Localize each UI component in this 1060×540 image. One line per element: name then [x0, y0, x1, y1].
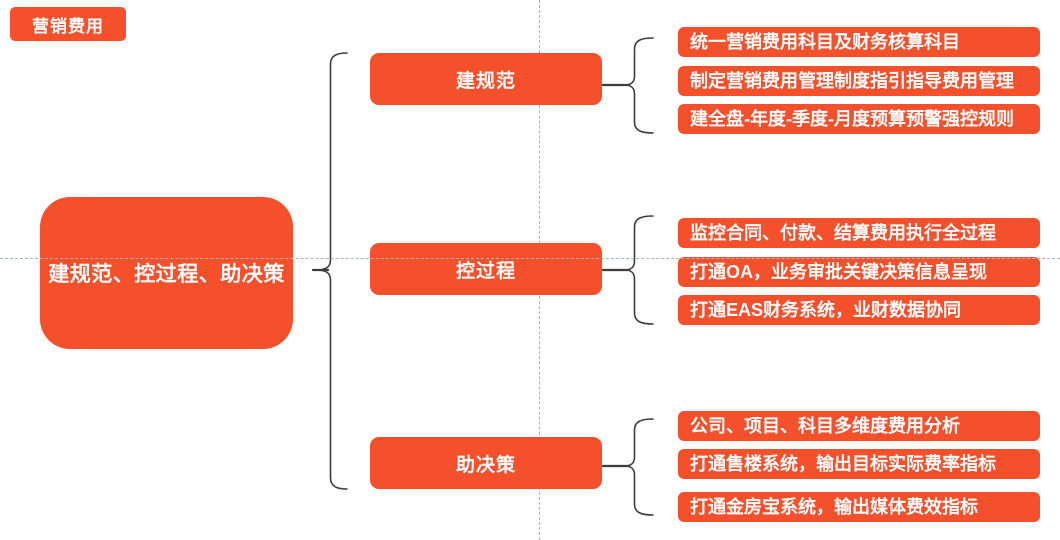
root-brace	[318, 52, 348, 490]
branch3-brace	[626, 418, 654, 516]
leaf-item[interactable]: 监控合同、付款、结算费用执行全过程	[678, 218, 1040, 248]
leaf-item[interactable]: 打通OA，业务审批关键决策信息呈现	[678, 257, 1040, 287]
leaf-item[interactable]: 制定营销费用管理制度指引指导费用管理	[678, 66, 1040, 96]
leaf-item[interactable]: 打通EAS财务系统，业财数据协同	[678, 295, 1040, 325]
leaf-item[interactable]: 打通售楼系统，输出目标实际费率指标	[678, 449, 1040, 479]
branch-node-control-process[interactable]: 控过程	[370, 243, 602, 295]
branch-node-support-decisions[interactable]: 助决策	[370, 437, 602, 489]
leaf-item[interactable]: 统一营销费用科目及财务核算科目	[678, 27, 1040, 57]
branch1-brace	[626, 37, 654, 134]
title-badge[interactable]: 营销费用	[10, 7, 126, 41]
leaf-item[interactable]: 建全盘-年度-季度-月度预算预警强控规则	[678, 104, 1040, 134]
leaf-item[interactable]: 打通金房宝系统，输出媒体费效指标	[678, 492, 1040, 522]
branch2-brace	[626, 215, 654, 325]
branch-node-build-standards[interactable]: 建规范	[370, 53, 602, 105]
root-node[interactable]: 建规范、控过程、助决策	[40, 197, 293, 349]
leaf-item[interactable]: 公司、项目、科目多维度费用分析	[678, 411, 1040, 441]
